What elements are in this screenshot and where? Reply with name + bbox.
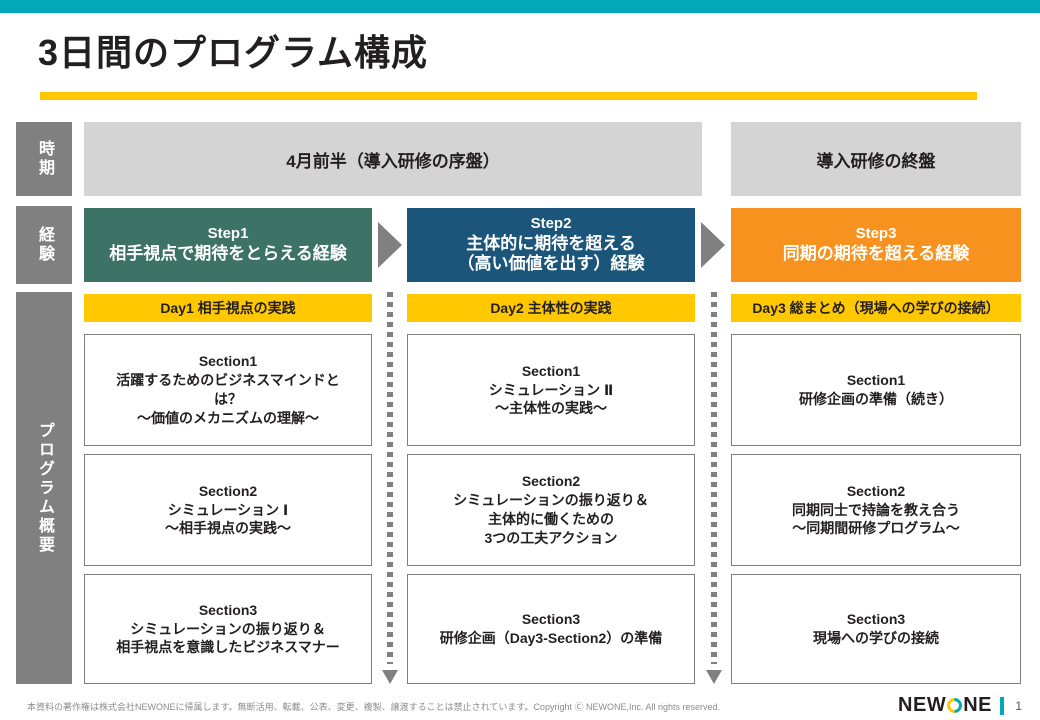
section-title: Section2 <box>521 473 581 490</box>
section-card-day2-3: Section3 研修企画（Day3-Section2）の準備 <box>407 574 695 684</box>
section-line: 相手視点を意識したビジネスマナー <box>116 639 340 656</box>
section-line: シミュレーション Ⅰ <box>167 501 289 518</box>
section-title: Section1 <box>198 353 258 370</box>
step-2-number: Step2 <box>530 214 572 232</box>
row-label-period: 時期 <box>16 122 72 196</box>
step-box-3: Step3 同期の期待を超える経験 <box>731 208 1021 282</box>
column-divider-2 <box>706 292 722 684</box>
section-title: Section3 <box>198 601 258 618</box>
section-card-day2-2: Section2 シミュレーションの振り返り＆ 主体的に働くための 3つの工夫ア… <box>407 454 695 566</box>
step-1-number: Step1 <box>207 225 249 243</box>
step-2-line-2: （高い価値を出す）経験 <box>457 254 645 274</box>
newone-logo: NEW NE 1 <box>898 694 1022 717</box>
title-underline-rule <box>40 92 977 100</box>
divider-arrow-down-icon-2 <box>706 670 722 684</box>
section-line: 主体的に働くための <box>488 511 614 527</box>
period-header-left: 4月前半（導入研修の序盤） <box>84 122 702 196</box>
day-header-2: Day2 主体性の実践 <box>407 294 695 322</box>
section-card-day3-3: Section3 現場への学びの接続 <box>731 574 1021 684</box>
step-1-line-1: 相手視点で期待をとらえる経験 <box>109 244 347 263</box>
page-title: 3日間のプログラム構成 <box>38 32 428 73</box>
section-line: シミュレーションの振り返り＆ <box>453 492 649 509</box>
section-line: 3つの工夫アクション <box>484 529 618 546</box>
top-accent-bar <box>0 0 1040 13</box>
section-title: Section3 <box>521 611 581 628</box>
column-divider-1 <box>382 292 398 684</box>
step-3-number: Step3 <box>855 225 897 243</box>
day-header-1: Day1 相手視点の実践 <box>84 294 372 322</box>
section-line: 活躍するためのビジネスマインドと <box>116 372 340 389</box>
logo-text-left: NEW <box>898 694 947 716</box>
section-line: ～相手視点の実践～ <box>165 520 291 537</box>
divider-arrow-down-icon-1 <box>382 670 398 684</box>
step-arrow-right-icon-2 <box>701 222 725 268</box>
section-card-day2-1: Section1 シミュレーション Ⅱ ～主体性の実践～ <box>407 334 695 446</box>
section-line: 同期同士で持論を教え合う <box>792 501 960 518</box>
step-3-line-1: 同期の期待を超える経験 <box>782 244 970 263</box>
section-card-day1-2: Section2 シミュレーション Ⅰ ～相手視点の実践～ <box>84 454 372 566</box>
section-line: 研修企画（Day3-Section2）の準備 <box>439 630 663 646</box>
divider-dots-1 <box>387 292 393 664</box>
footer-copyright: 本資料の著作権は株式会社NEWONEに帰属します。無断活用、転載、公表、変更、複… <box>27 702 720 712</box>
logo-text-right: NE <box>963 694 992 716</box>
logo-circle-o-icon <box>944 694 966 717</box>
section-line: ～価値のメカニズムの理解～ <box>137 409 319 426</box>
section-card-day3-1: Section1 研修企画の準備（続き） <box>731 334 1021 446</box>
logo-divider-bar <box>1000 696 1004 715</box>
section-card-day3-2: Section2 同期同士で持論を教え合う ～同期間研修プログラム～ <box>731 454 1021 566</box>
divider-dots-2 <box>711 292 717 664</box>
section-title: Section3 <box>846 611 906 628</box>
section-line: ～同期間研修プログラム～ <box>792 520 960 537</box>
section-line: シミュレーションの振り返り＆ <box>130 620 326 637</box>
section-card-day1-3: Section3 シミュレーションの振り返り＆ 相手視点を意識したビジネスマナー <box>84 574 372 684</box>
section-line: 研修企画の準備（続き） <box>799 391 953 407</box>
day-header-3: Day3 総まとめ（現場への学びの接続） <box>731 294 1021 322</box>
section-card-day1-1: Section1 活躍するためのビジネスマインドと は？ ～価値のメカニズムの理… <box>84 334 372 446</box>
section-line: は？ <box>214 391 242 407</box>
section-line: シミュレーション Ⅱ <box>488 381 614 398</box>
row-label-program-overview: プログラム概要 <box>16 292 72 684</box>
period-header-right: 導入研修の終盤 <box>731 122 1021 196</box>
section-title: Section1 <box>846 372 906 389</box>
step-box-2: Step2 主体的に期待を超える （高い価値を出す）経験 <box>407 208 695 282</box>
section-title: Section1 <box>521 362 581 379</box>
row-label-experience: 経験 <box>16 206 72 284</box>
section-title: Section2 <box>846 482 906 499</box>
step-box-1: Step1 相手視点で期待をとらえる経験 <box>84 208 372 282</box>
logo-wordmark: NEW NE <box>898 694 992 717</box>
step-arrow-right-icon-1 <box>378 222 402 268</box>
section-line: ～主体性の実践～ <box>495 400 607 417</box>
step-2-line-1: 主体的に期待を超える <box>466 233 636 253</box>
page-number: 1 <box>1015 698 1022 713</box>
section-title: Section2 <box>198 482 258 499</box>
section-line: 現場への学びの接続 <box>813 630 939 646</box>
